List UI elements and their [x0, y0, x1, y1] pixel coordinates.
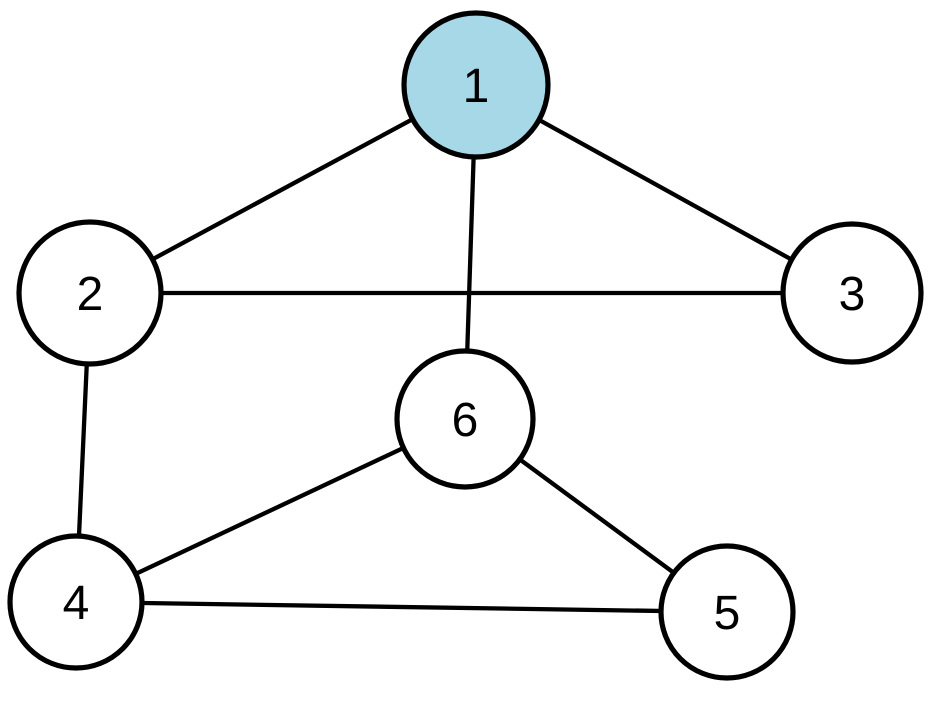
node-circle[interactable]: [7, 533, 145, 671]
node-label: 3: [839, 268, 866, 321]
node-4[interactable]: 4: [7, 533, 145, 671]
node-1[interactable]: 1: [401, 10, 551, 160]
edge-4-6: [73, 416, 468, 605]
node-5[interactable]: 5: [658, 543, 796, 681]
node-2[interactable]: 2: [16, 219, 164, 367]
node-3[interactable]: 3: [780, 221, 924, 365]
edge-4-5: [73, 599, 730, 615]
node-circle[interactable]: [394, 348, 536, 490]
node-6[interactable]: 6: [394, 348, 536, 490]
node-label: 4: [63, 577, 90, 630]
node-label: 2: [77, 268, 104, 321]
node-circle[interactable]: [16, 219, 164, 367]
node-label: 5: [714, 587, 741, 640]
node-label: 6: [452, 394, 479, 447]
node-circle[interactable]: [658, 543, 796, 681]
nodes-layer: 1 2 3 4 5 6: [7, 10, 924, 681]
node-label: 1: [463, 60, 490, 113]
node-circle[interactable]: [780, 221, 924, 365]
node-circle-highlighted[interactable]: [401, 10, 551, 160]
